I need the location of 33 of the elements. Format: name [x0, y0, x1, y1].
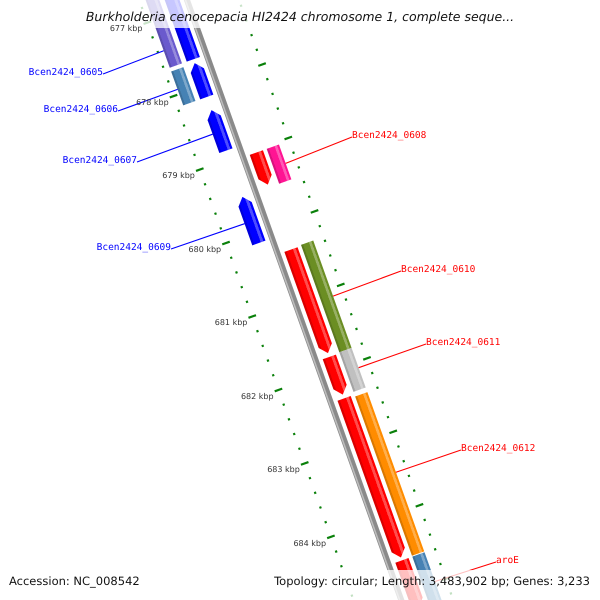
position-label: 681 kbp [214, 318, 248, 328]
gene-block [266, 144, 292, 184]
gene-label: Bcen2424_0609 [96, 242, 171, 254]
leader-line [136, 134, 213, 163]
position-label: 684 kbp [293, 538, 326, 549]
position-label: 683 kbp [267, 465, 300, 476]
gene-block [190, 63, 214, 100]
gene-label: Bcen2424_0607 [62, 155, 137, 167]
leader-line [102, 50, 164, 75]
topology-text: Topology: circular; Length: 3,483,902 bp; Genes: 3,233 [274, 574, 590, 589]
accession-text: Accession: NC_008542 [9, 574, 140, 589]
gene-label: Bcen2424_0611 [426, 337, 500, 349]
position-label: 682 kbp [240, 392, 274, 402]
gene-block [301, 240, 352, 352]
leader-line [118, 88, 178, 112]
gene-block [355, 392, 424, 556]
gene-block [171, 67, 196, 106]
position-label: 680 kbp [188, 244, 222, 255]
gene-label: Bcen2424_0608 [352, 130, 426, 142]
position-label: 679 kbp [162, 171, 195, 182]
gene-block [238, 196, 266, 246]
gene-block [208, 110, 233, 154]
leader-line [170, 223, 245, 250]
leader-line [332, 270, 402, 297]
leader-line [285, 136, 352, 164]
leader-line [396, 449, 462, 473]
gene-label: aroE [496, 555, 519, 567]
gene-block [339, 348, 366, 392]
gene-label: Bcen2424_0612 [461, 443, 536, 455]
gene-label: Bcen2424_0606 [44, 104, 118, 116]
leader-line [358, 343, 426, 368]
gene-label: Bcen2424_0605 [28, 67, 103, 79]
gene-label: Bcen2424_0610 [401, 264, 476, 276]
